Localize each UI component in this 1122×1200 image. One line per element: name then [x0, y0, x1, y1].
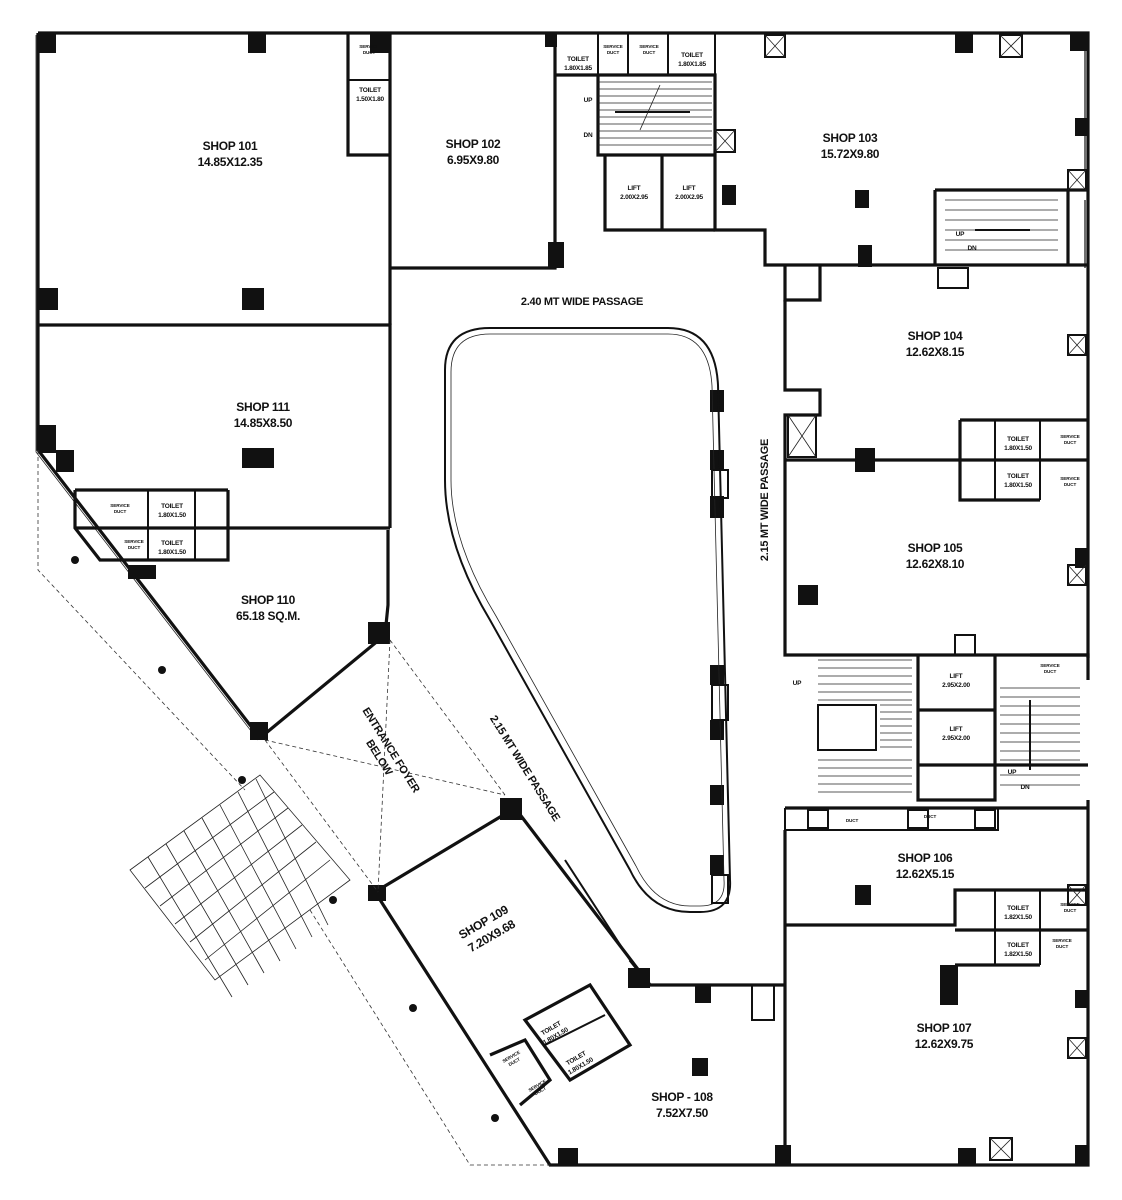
duct-101: DUCT	[363, 50, 376, 55]
shop-108-size: 7.52X7.50	[656, 1106, 709, 1120]
duct-row-2: DUCT	[924, 814, 937, 819]
internal-walls	[38, 33, 1090, 1165]
shop-105-size: 12.62X8.10	[906, 557, 965, 571]
lift-right-2-label: LIFT	[950, 726, 963, 733]
toilet-101-label: TOILET	[359, 87, 381, 94]
stair-103-up: UP	[956, 231, 965, 238]
service-duct-top-2: SERVICE	[639, 44, 658, 49]
shop-111-name: SHOP 111	[236, 400, 290, 414]
shop-101-size: 14.85X12.35	[198, 155, 263, 169]
duct-top-1: DUCT	[607, 50, 620, 55]
shop-103-size: 15.72X9.80	[821, 147, 880, 161]
shop-110-name: SHOP 110	[241, 593, 296, 607]
duct-108a: DUCT	[508, 1056, 521, 1067]
toilet-103-label: TOILET	[681, 52, 703, 59]
stair-top-up: UP	[584, 97, 593, 104]
stair-103-dn: DN	[968, 245, 977, 252]
passage-right-label: 2.15 MT WIDE PASSAGE	[759, 439, 771, 561]
service-duct-110b: SERVICE	[124, 539, 143, 544]
shop-102-size: 6.95X9.80	[447, 153, 500, 167]
shop-110-size: 65.18 SQ.M.	[236, 609, 300, 623]
columns	[38, 33, 1089, 1166]
toilet-110a-label: TOILET	[161, 503, 183, 510]
toilet-106-label: TOILET	[1007, 905, 1029, 912]
lift-top-2-size: 2.00X2.95	[675, 194, 703, 201]
service-duct-107: SERVICE	[1052, 938, 1071, 943]
toilet-107-label: TOILET	[1007, 942, 1029, 949]
staircase-mid	[817, 659, 912, 793]
lift-top-1-size: 2.00X2.95	[620, 194, 648, 201]
staircase-shop103	[937, 199, 1058, 289]
staircase-right	[1000, 687, 1080, 786]
toilet-103-size: 1.80X1.85	[678, 61, 706, 68]
toilet-110b-size: 1.80X1.50	[158, 549, 186, 556]
toilet-104-label: TOILET	[1007, 436, 1029, 443]
shaft-boxes	[711, 34, 1087, 1161]
foyer-dashed-lines	[37, 450, 550, 1166]
shop-106-size: 12.62X5.15	[896, 867, 955, 881]
lift-right-2-size: 2.95X2.00	[942, 735, 970, 742]
duct-106: DUCT	[1064, 908, 1077, 913]
toilet-102-label: TOILET	[567, 56, 589, 63]
duct-top-2: DUCT	[643, 50, 656, 55]
shop-111-size: 14.85X8.50	[234, 416, 293, 430]
lift-top-2-label: LIFT	[683, 185, 696, 192]
shop-108-name: SHOP - 108	[651, 1090, 713, 1104]
toilet-105-size: 1.80X1.50	[1004, 482, 1032, 489]
passage-top-label: 2.40 MT WIDE PASSAGE	[521, 296, 643, 308]
toilet-110b-label: TOILET	[161, 540, 183, 547]
shop-102-name: SHOP 102	[446, 137, 501, 151]
stair-top-dn: DN	[584, 132, 593, 139]
duct-mid: DUCT	[1044, 669, 1057, 674]
service-duct-106: SERVICE	[1060, 902, 1079, 907]
shop-107-size: 12.62X9.75	[915, 1037, 974, 1051]
toilet-104-size: 1.80X1.50	[1004, 445, 1032, 452]
toilet-101-size: 1.50X1.80	[356, 96, 384, 103]
shop-103-name: SHOP 103	[823, 131, 878, 145]
stair-right-up: UP	[1008, 769, 1017, 776]
shop-101-name: SHOP 101	[203, 139, 258, 153]
service-duct-101: SERVICE	[359, 44, 378, 49]
duct-110b: DUCT	[128, 545, 141, 550]
lift-right-1-size: 2.95X2.00	[942, 682, 970, 689]
shop-105-name: SHOP 105	[908, 541, 963, 555]
service-duct-104: SERVICE	[1060, 434, 1079, 439]
room-labels: SHOP 101 14.85X12.35 SHOP 102 6.95X9.80 …	[198, 131, 975, 1120]
duct-104: DUCT	[1064, 440, 1077, 445]
lift-right-1-label: LIFT	[950, 673, 963, 680]
shop-104-size: 12.62X8.15	[906, 345, 965, 359]
service-duct-mid: SERVICE	[1040, 663, 1059, 668]
entrance-canopy-grid	[129, 774, 351, 998]
toilet-106-size: 1.82X1.50	[1004, 914, 1032, 921]
duct-row-1: DUCT	[846, 818, 859, 823]
toilet-105-label: TOILET	[1007, 473, 1029, 480]
stair-mid-up: UP	[793, 680, 802, 687]
duct-105: DUCT	[1064, 482, 1077, 487]
outer-walls	[35, 31, 1090, 1167]
duct-107: DUCT	[1056, 944, 1069, 949]
central-atrium	[444, 327, 732, 913]
staircase-top	[598, 81, 712, 146]
service-duct-105: SERVICE	[1060, 476, 1079, 481]
service-labels: TOILET 1.50X1.80 SERVICE DUCT TOILET 1.8…	[110, 44, 1080, 1096]
shop-107-name: SHOP 107	[917, 1021, 972, 1035]
shop-106-name: SHOP 106	[898, 851, 953, 865]
toilet-102-size: 1.80X1.85	[564, 65, 592, 72]
service-duct-110a: SERVICE	[110, 503, 129, 508]
shop-104-name: SHOP 104	[908, 329, 963, 343]
toilet-107-size: 1.82X1.50	[1004, 951, 1032, 958]
facade-dots	[71, 556, 499, 1122]
toilet-110a-size: 1.80X1.50	[158, 512, 186, 519]
stair-right-dn: DN	[1021, 784, 1030, 791]
duct-108b: DUCT	[534, 1085, 547, 1096]
lift-top-1-label: LIFT	[628, 185, 641, 192]
service-duct-top-1: SERVICE	[603, 44, 622, 49]
duct-110a: DUCT	[114, 509, 127, 514]
